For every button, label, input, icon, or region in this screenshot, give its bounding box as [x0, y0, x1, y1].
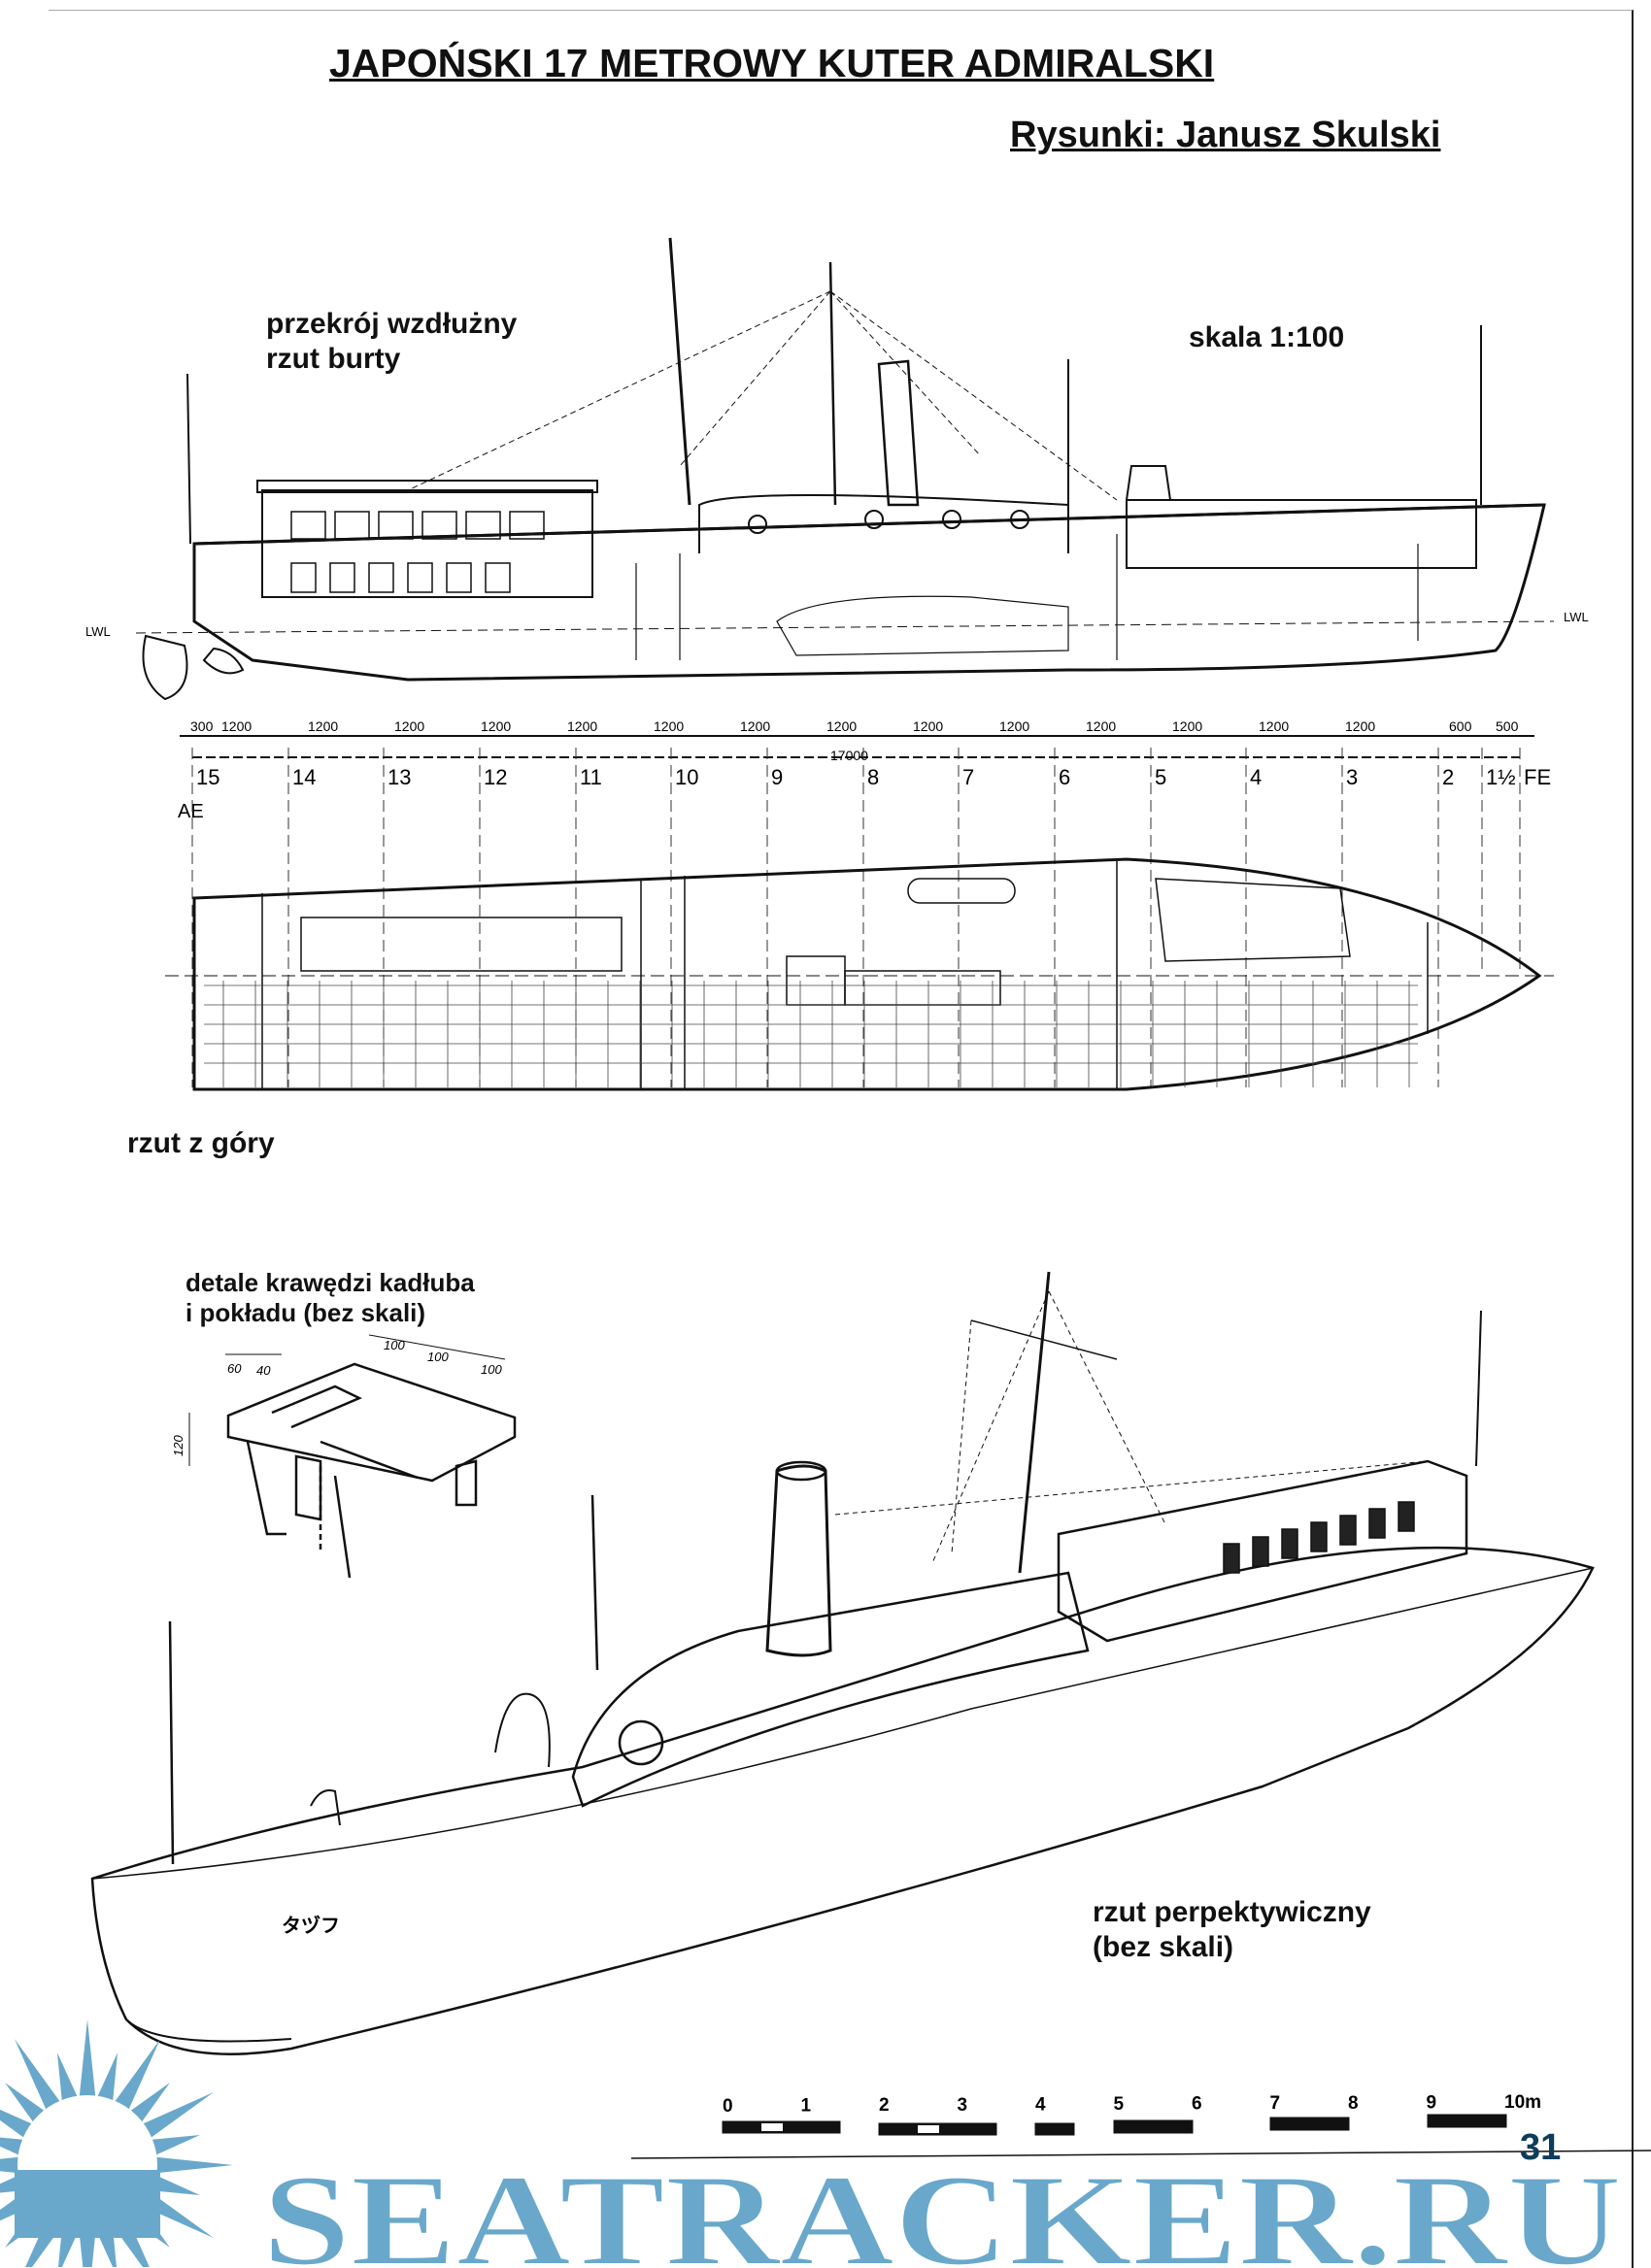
page-number: 31	[1520, 2127, 1562, 2168]
dimension-label: 1200	[394, 718, 424, 734]
dimension-label: 1200	[913, 718, 943, 734]
frame-number: 4	[1250, 765, 1262, 789]
sun-ray	[15, 2039, 61, 2112]
sun-ray	[0, 2137, 25, 2156]
sun-ray	[0, 2156, 20, 2174]
sun-ray	[79, 2232, 96, 2267]
frame-number: 12	[484, 765, 507, 789]
detail-dimension: 100	[427, 1350, 449, 1364]
dimension-label: 1200	[1086, 718, 1116, 734]
frame-number: 14	[292, 765, 316, 789]
frame-number: 15	[196, 765, 219, 789]
detail-label-line1: detale krawędzi kadłuba	[185, 1268, 475, 1297]
lwl-left: LWL	[85, 624, 111, 639]
frame-number: 1½	[1486, 765, 1516, 789]
aft-end-label: AE	[178, 801, 204, 822]
sun-ray	[79, 2019, 96, 2098]
lwl-right: LWL	[1564, 610, 1589, 624]
frame-number: 10	[675, 765, 698, 789]
detail-label: detale krawędzi kadłuba i pokładu (bez s…	[185, 1268, 475, 1328]
overall-length: 17000	[830, 748, 868, 763]
bow-marking: タヅフ	[282, 1914, 340, 1937]
dimension-label: 1200	[221, 718, 252, 734]
watermark: SEATRACKER.RU	[0, 2019, 1623, 2267]
frame-number: 7	[962, 765, 974, 789]
detail-dimension: 60	[227, 1361, 242, 1376]
dimension-label: 1200	[826, 718, 857, 734]
scale-tick-label: 2	[879, 2095, 890, 2116]
sun-ray	[56, 2052, 79, 2103]
scale-label: skala 1:100	[1189, 321, 1345, 353]
sun-ray	[96, 2052, 118, 2103]
dimension-label: 1200	[308, 718, 338, 734]
side-view-label-line1: przekrój wzdłużny	[266, 308, 518, 340]
detail-dimension: 100	[481, 1362, 502, 1377]
scale-tick-label: 0	[723, 2096, 733, 2117]
page-title: JAPOŃSKI 17 METROWY KUTER ADMIRALSKI	[329, 41, 1215, 85]
frame-number: 13	[387, 765, 411, 789]
detail-label-line2: i pokładu (bez skali)	[185, 1298, 426, 1327]
scale-tick-label: 9	[1427, 2092, 1437, 2113]
dimension-label: 1200	[1259, 718, 1289, 734]
sun-ray	[0, 2109, 34, 2139]
page-border	[49, 10, 1634, 2268]
side-view-label-line2: rzut burty	[266, 343, 401, 375]
dimension-label: 600	[1449, 718, 1472, 734]
side-view-label: przekrój wzdłużny rzut burty	[266, 307, 517, 377]
sun-ray	[150, 2174, 200, 2196]
sun-horizon	[15, 2170, 160, 2238]
detail-dimension: 120	[171, 1435, 185, 1456]
scale-tick-label: 7	[1270, 2093, 1281, 2114]
scale-tick-label: 6	[1192, 2094, 1202, 2115]
dimension-label: 1200	[654, 718, 684, 734]
frame-number: 8	[867, 765, 879, 789]
scale-tick-label: 4	[1035, 2094, 1046, 2115]
scale-tick-label: 10m	[1504, 2092, 1541, 2113]
sun-ray	[150, 2134, 200, 2156]
dimension-label: 300	[190, 718, 214, 734]
side-view-drawing	[135, 237, 1555, 701]
scale-tick-label: 1	[801, 2096, 812, 2117]
detail-drawing	[188, 1334, 517, 1579]
frame-number: 2	[1442, 765, 1454, 789]
sun-ray	[154, 2156, 233, 2174]
scale-bar	[630, 2114, 1651, 2159]
sun-logo-icon	[0, 2019, 233, 2267]
dimension-label: 500	[1496, 718, 1519, 734]
frame-number: FE	[1524, 765, 1551, 789]
scale-tick-label: 5	[1114, 2094, 1125, 2115]
frame-number: 5	[1155, 765, 1166, 789]
dimension-label: 1200	[481, 718, 511, 734]
dimension-line	[180, 735, 1534, 758]
scale-tick-label: 8	[1348, 2093, 1359, 2114]
detail-dimension: 40	[256, 1363, 271, 1378]
perspective-label: rzut perpektywiczny (bez skali)	[1093, 1895, 1371, 1965]
dimension-label: 1200	[1172, 718, 1202, 734]
sun-ray	[114, 2039, 160, 2112]
top-view-label: rzut z góry	[127, 1127, 275, 1159]
frame-number: 6	[1059, 765, 1070, 789]
frame-number: 9	[771, 765, 783, 789]
sun-ray	[5, 2083, 46, 2123]
perspective-drawing	[90, 1271, 1595, 2055]
watermark-text: SEATRACKER.RU	[262, 2149, 1622, 2267]
dimension-label: 1200	[999, 718, 1029, 734]
dimension-label: 1200	[1345, 718, 1375, 734]
sun-ray	[129, 2083, 170, 2123]
detail-dimension: 100	[384, 1338, 405, 1352]
frame-number: 11	[580, 765, 602, 789]
drawing-credit: Rysunki: Janusz Skulski	[1010, 115, 1441, 155]
perspective-label-line2: (bez skali)	[1093, 1931, 1234, 1963]
dimension-label: 1200	[740, 718, 770, 734]
sun-ray	[141, 2092, 214, 2139]
perspective-label-line1: rzut perpektywiczny	[1093, 1896, 1371, 1928]
top-view-drawing	[165, 857, 1554, 1091]
dimension-label: 1200	[567, 718, 597, 734]
frame-number: 3	[1346, 765, 1358, 789]
scale-tick-label: 3	[958, 2095, 968, 2116]
